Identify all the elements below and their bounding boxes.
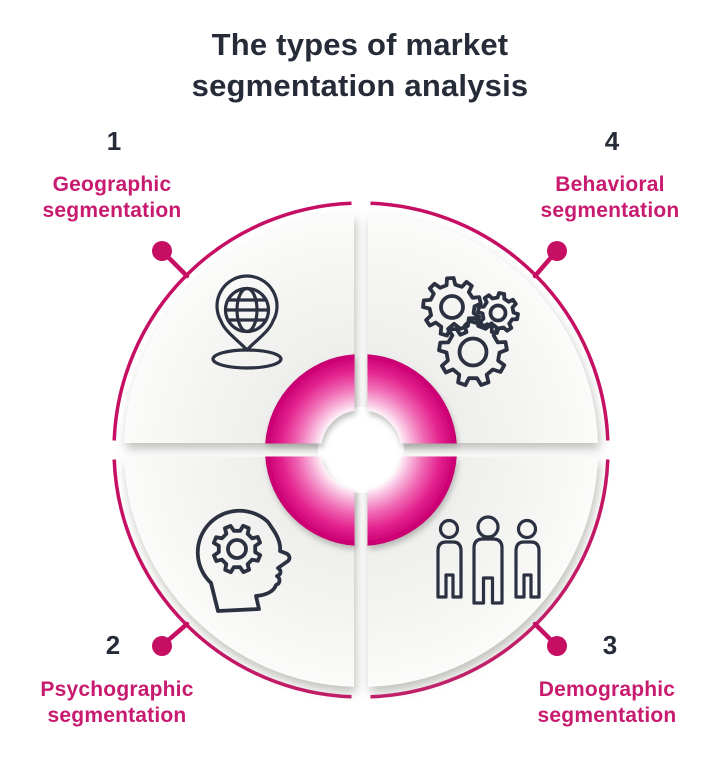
connector-3	[532, 621, 567, 656]
head-gear-hole	[226, 538, 248, 560]
head-gear	[211, 523, 263, 575]
connector-dot-2	[152, 636, 172, 656]
segment-number-psychographic: 2	[105, 630, 121, 660]
gear-medium-hole	[439, 294, 465, 320]
head-profile	[195, 508, 292, 613]
person-left-body	[436, 540, 463, 599]
connector-dot-3	[547, 636, 567, 656]
segment-label-demographic: Demographic segmentation	[537, 678, 677, 727]
hub-quarter-top-right	[367, 354, 457, 444]
person-middle-body	[472, 537, 504, 605]
connector-1	[152, 241, 190, 279]
segment-number-geographic: 1	[106, 126, 122, 156]
page-title-line2: segmentation analysis	[191, 68, 529, 103]
person-right-body	[514, 540, 541, 599]
person-right-head	[516, 518, 538, 540]
hub-quarter-top-left	[265, 354, 355, 444]
segment-number-behavioral: 4	[604, 126, 620, 156]
globe-pin-icon	[211, 274, 283, 370]
segment-label-psychographic: Psychographic segmentation	[40, 678, 194, 727]
wheel-center-hole	[318, 407, 404, 493]
page-title-line1: The types of market	[211, 27, 509, 62]
hub-donut	[265, 354, 457, 546]
connector-dot-1	[152, 241, 172, 261]
connector-4	[532, 241, 567, 279]
hub-quarter-bottom-right	[367, 456, 457, 546]
hub-quarter-bottom-left	[265, 456, 355, 546]
head-gear-icon	[195, 508, 292, 613]
gear-large-hole	[457, 336, 489, 368]
gear-medium	[421, 276, 483, 338]
segment-label-geographic: Geographic segmentation	[42, 173, 182, 222]
connector-2	[152, 621, 190, 656]
connector-dot-4	[547, 241, 567, 261]
page-title: The types of market segmentation analysi…	[0, 24, 720, 106]
connectors	[152, 241, 567, 656]
gear-large	[437, 316, 509, 387]
gears-icon	[421, 276, 520, 387]
person-left-head	[438, 518, 460, 540]
segment-label-behavioral: Behavioral segmentation	[540, 173, 680, 222]
gear-small-hole	[488, 303, 508, 323]
gear-small	[476, 291, 520, 335]
people-icon	[436, 515, 541, 605]
segment-number-demographic: 3	[602, 630, 618, 660]
person-middle-head	[476, 515, 500, 539]
pin-outline	[215, 274, 279, 352]
